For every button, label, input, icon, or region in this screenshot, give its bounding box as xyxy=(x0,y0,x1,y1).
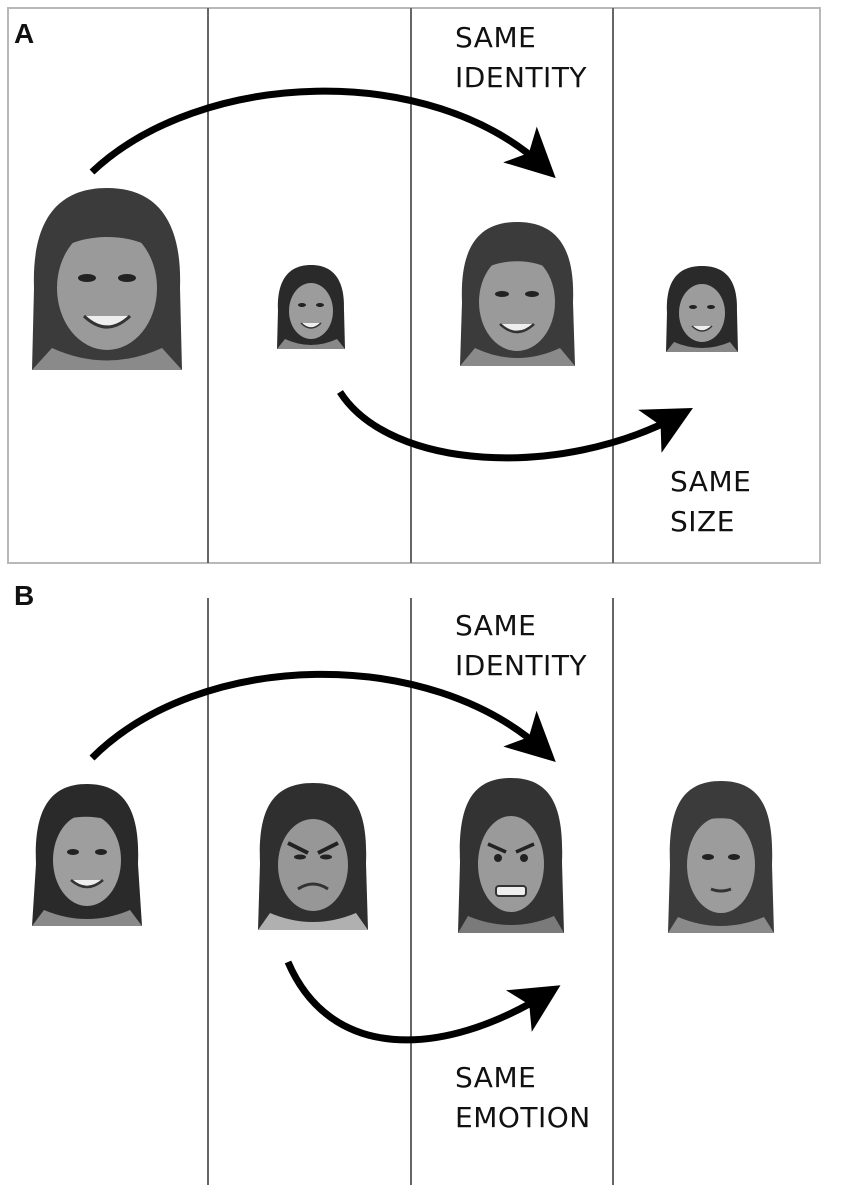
face-a1-large-smiling xyxy=(32,188,182,370)
panel-a xyxy=(7,7,821,564)
caption-line: IDENTITY xyxy=(455,61,588,94)
panel-a-label: A xyxy=(14,18,35,49)
caption-line: IDENTITY xyxy=(455,649,588,682)
caption-line: EMOTION xyxy=(455,1101,591,1134)
caption-line: SAME xyxy=(455,609,537,642)
caption-same-size-a: SAME SIZE xyxy=(670,462,751,542)
caption-line: SAME xyxy=(455,1061,537,1094)
panel-b xyxy=(32,598,774,1185)
face-a2-small-smiling xyxy=(277,265,345,349)
caption-same-emotion-b: SAME EMOTION xyxy=(455,1058,591,1138)
arrow-same-size-a xyxy=(337,390,693,462)
caption-line: SAME xyxy=(670,465,752,498)
arrow-same-identity-b xyxy=(89,670,556,763)
face-b4-neutral xyxy=(668,781,774,933)
caption-same-identity-a: SAME IDENTITY xyxy=(455,18,587,98)
face-b1-smiling xyxy=(32,784,142,926)
arrow-same-emotion-b xyxy=(284,960,561,1044)
face-a4-small-smiling xyxy=(666,266,738,352)
face-b3-angry xyxy=(458,778,564,933)
face-a3-large-smiling xyxy=(460,222,575,366)
panel-a-frame xyxy=(7,7,821,564)
arrow-same-identity-a xyxy=(89,87,556,179)
caption-line: SIZE xyxy=(670,505,735,538)
caption-same-identity-b: SAME IDENTITY xyxy=(455,606,587,686)
panel-b-label: B xyxy=(14,580,35,611)
face-b2-angry xyxy=(258,783,368,930)
caption-line: SAME xyxy=(455,21,537,54)
